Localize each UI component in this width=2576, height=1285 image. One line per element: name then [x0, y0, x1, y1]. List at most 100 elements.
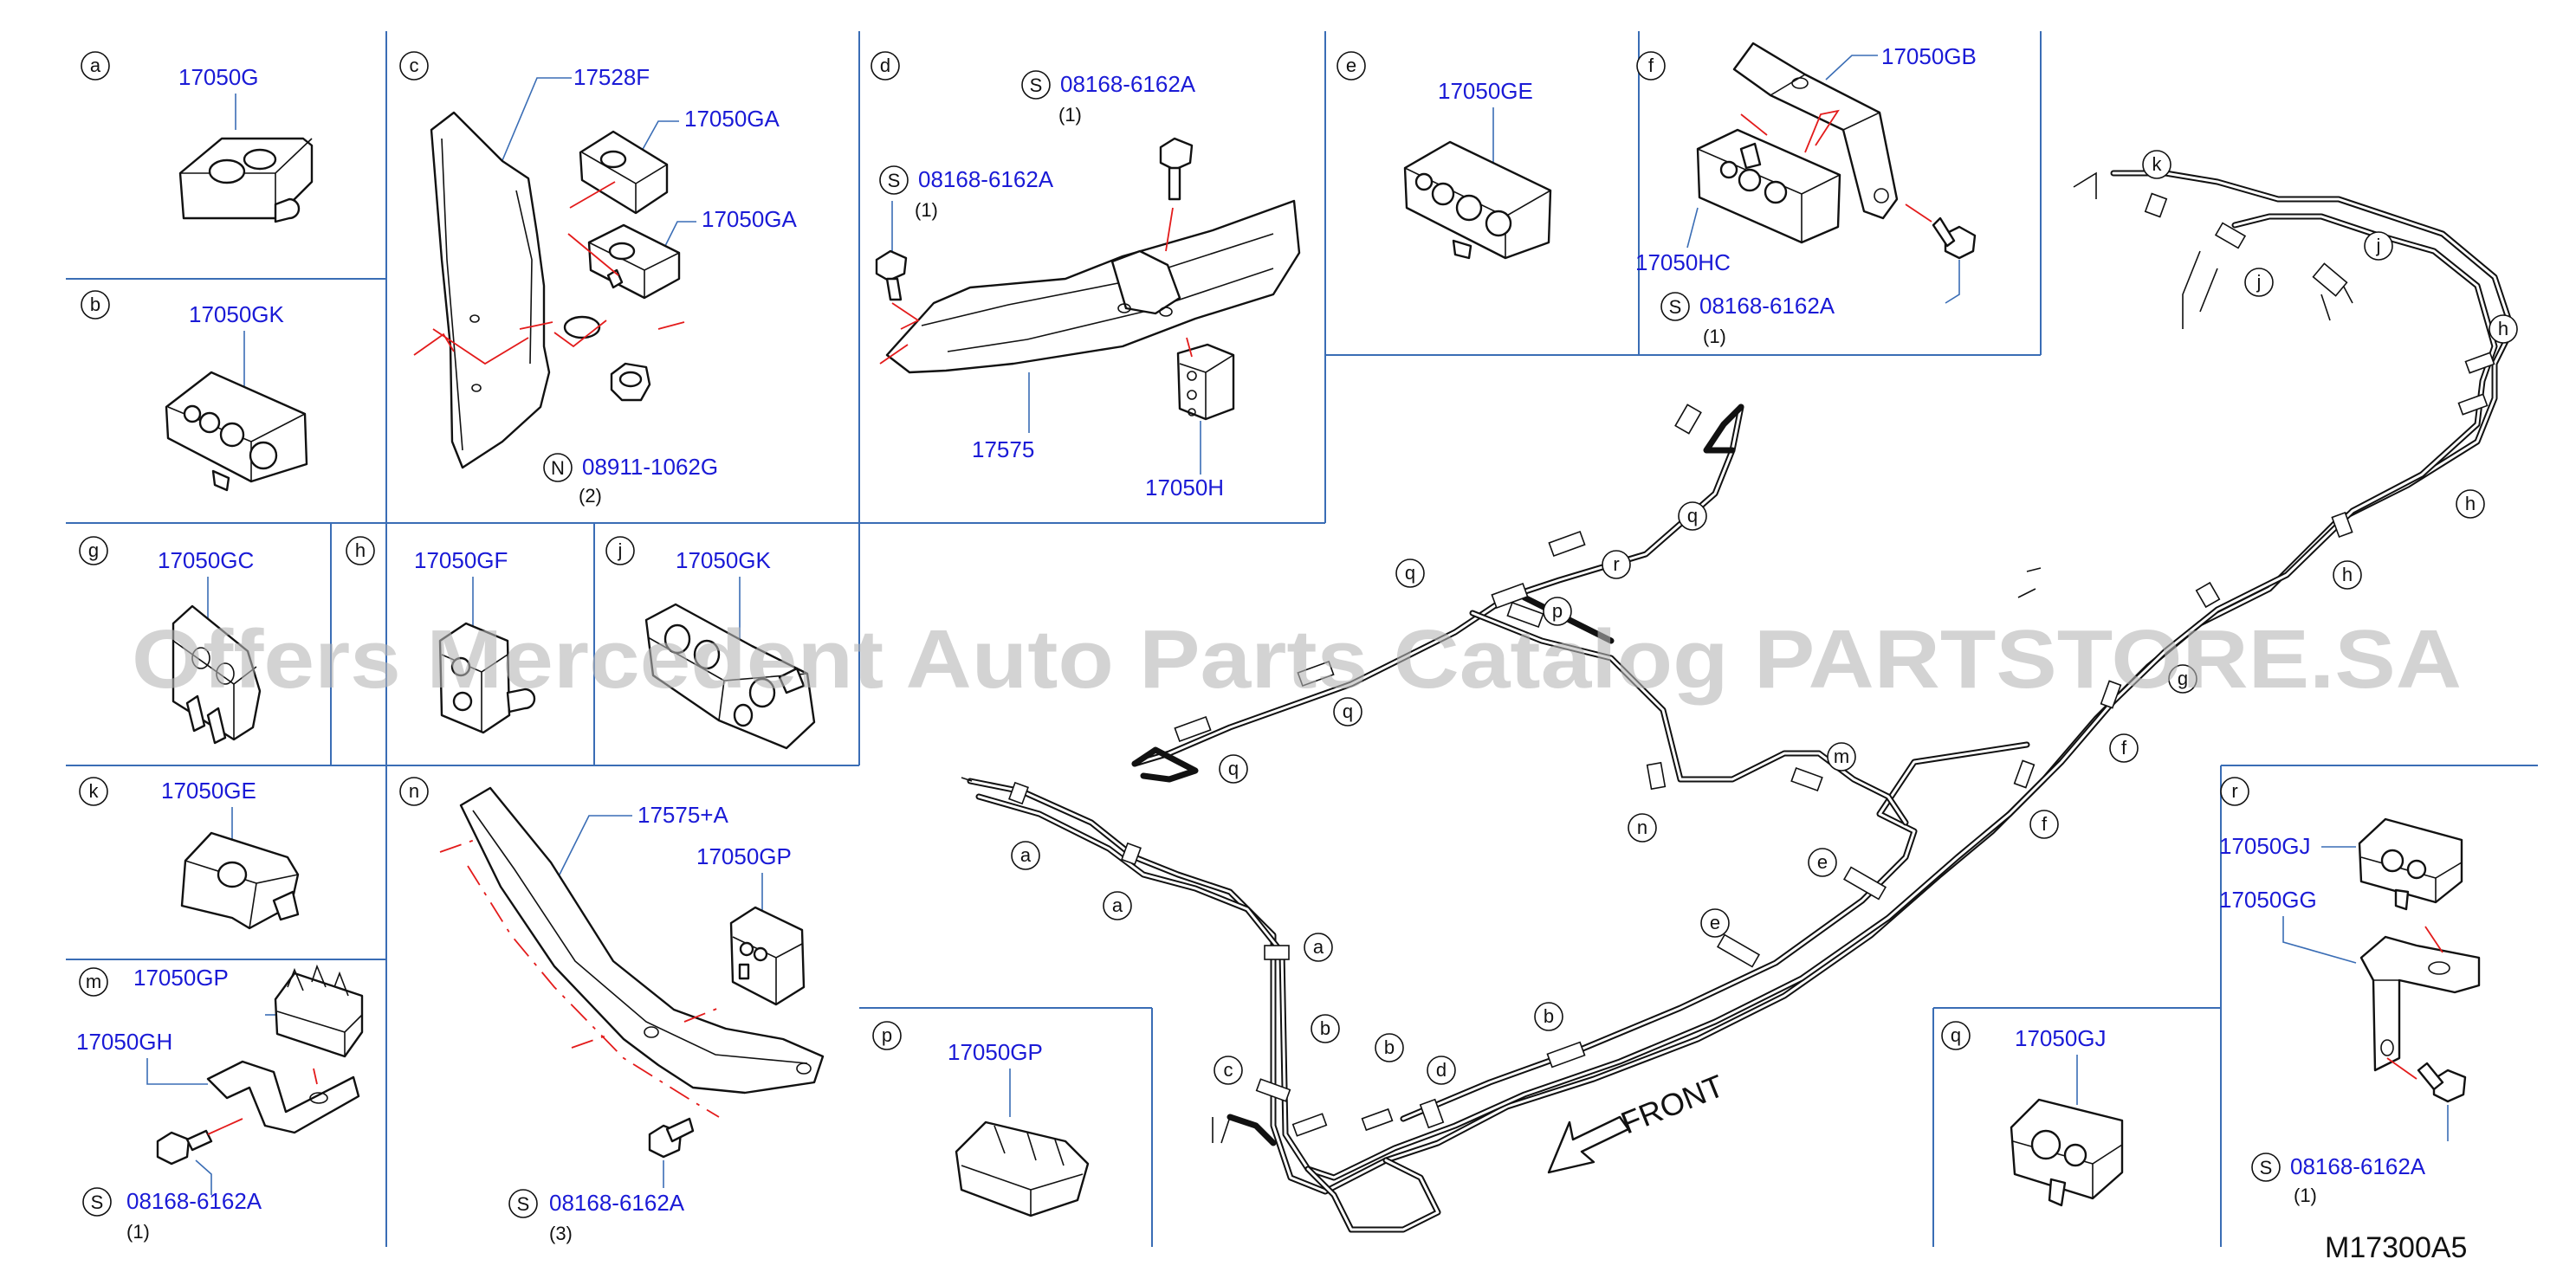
- clip-17050GP-m-shape: [274, 964, 364, 1058]
- callout-h1[interactable]: [2489, 314, 2518, 344]
- part-number-17050GH[interactable]: 17050GH: [76, 1029, 172, 1055]
- callout-f2[interactable]: [2029, 810, 2059, 839]
- part-number-17050G[interactable]: 17050G: [178, 64, 259, 90]
- callout-a1[interactable]: [1011, 841, 1040, 870]
- part-number-17575[interactable]: 17575: [972, 436, 1034, 462]
- callout-f1[interactable]: [2109, 733, 2139, 763]
- part-number-17050GE[interactable]: 17050GE: [161, 778, 256, 804]
- callout-h2[interactable]: [2456, 489, 2485, 519]
- panel-letter: e: [1346, 55, 1356, 76]
- callout-h3[interactable]: [2333, 560, 2362, 590]
- part-number-17050GG[interactable]: 17050GG: [2219, 887, 2317, 913]
- part-number-17050GJ[interactable]: 17050GJ: [2015, 1025, 2107, 1051]
- clip-17050GK-j-shape: [644, 603, 816, 750]
- panel-letter-circle: [81, 51, 110, 81]
- part-number-17050HC[interactable]: 17050HC: [1635, 249, 1731, 275]
- quantity: (1): [915, 199, 938, 221]
- callout-q3[interactable]: [1333, 697, 1362, 726]
- part-number-17050GJ[interactable]: 17050GJ: [2219, 833, 2311, 859]
- clip-17050GE-shape: [1403, 140, 1552, 260]
- panel-letter: d: [880, 55, 890, 76]
- part-number-17050GK[interactable]: 17050GK: [676, 547, 772, 573]
- callout-d[interactable]: [1427, 1056, 1456, 1085]
- callout-b1[interactable]: [1311, 1014, 1340, 1043]
- callout-label: q: [1343, 701, 1353, 722]
- callout-a3[interactable]: [1304, 933, 1333, 962]
- panel-g: g 17050GC: [79, 536, 262, 745]
- quantity: (1): [1058, 104, 1082, 126]
- callout-label: a: [1020, 844, 1032, 866]
- callout-a2[interactable]: [1103, 891, 1132, 920]
- part-number-17050GP[interactable]: 17050GP: [696, 843, 792, 869]
- callout-n[interactable]: [1628, 813, 1657, 843]
- panel-letter: q: [1951, 1024, 1961, 1046]
- clip-17050HC-shape: [1696, 128, 1841, 244]
- panel-n: n 17575+A 17050GP S 08168-6162A (3): [399, 777, 825, 1244]
- panel-f: f 17050GB 17050HC S 08168-6162A (1): [1635, 42, 1977, 347]
- callout-p[interactable]: [1543, 597, 1572, 626]
- bracket-17575A-shape: [459, 786, 825, 1095]
- part-number-17050GK[interactable]: 17050GK: [189, 301, 285, 327]
- callout-r[interactable]: [1602, 550, 1631, 579]
- brake-pipe-assembly: [961, 170, 2515, 1233]
- panel-k: k 17050GE: [79, 777, 300, 930]
- callout-e2[interactable]: [1700, 908, 1730, 938]
- part-number-17050GE[interactable]: 17050GE: [1438, 78, 1533, 104]
- callout-e1[interactable]: [1808, 848, 1837, 877]
- assembly-callouts: a a a b b b c d e e f f g h h h j j: [1011, 150, 2518, 1085]
- clip-17050GA-upper-shape: [579, 130, 669, 215]
- panel-letter: n: [409, 780, 419, 802]
- callout-q1[interactable]: [1395, 559, 1425, 588]
- part-number-17050GB[interactable]: 17050GB: [1881, 43, 1977, 69]
- part-number-17050GP[interactable]: 17050GP: [948, 1039, 1043, 1065]
- panel-letter: j: [618, 539, 623, 561]
- bolt-shape-left: [875, 249, 908, 301]
- callout-m[interactable]: [1827, 742, 1856, 772]
- panel-grid: [66, 31, 2538, 1247]
- part-number-17050GF[interactable]: 17050GF: [414, 547, 508, 573]
- panel-r: r 17050GJ 17050GG S 08168-6162A (1): [2219, 777, 2481, 1206]
- bolt-shape: [156, 1129, 213, 1166]
- clip-17050GP-n-shape: [729, 906, 806, 1006]
- callout-b2[interactable]: [1375, 1033, 1404, 1062]
- part-number-08168-6162A[interactable]: 08168-6162A: [1060, 71, 1196, 97]
- part-number-08168-6162A[interactable]: 08168-6162A: [918, 166, 1054, 192]
- bracket-17050GH-shape: [206, 1060, 360, 1134]
- callout-b3[interactable]: [1534, 1002, 1563, 1031]
- callout-q4[interactable]: [1219, 754, 1248, 784]
- bolt-prefix: S: [1030, 74, 1043, 96]
- callout-j2[interactable]: [2244, 268, 2274, 297]
- part-number-08168-6162A[interactable]: 08168-6162A: [126, 1188, 262, 1214]
- part-number-17050GA-lower[interactable]: 17050GA: [702, 206, 798, 232]
- part-number-17575-plus-A[interactable]: 17575+A: [638, 802, 728, 828]
- part-number-08911-1062G[interactable]: 08911-1062G: [582, 454, 718, 480]
- callout-k[interactable]: [2142, 150, 2171, 179]
- callout-g[interactable]: [2168, 664, 2197, 694]
- part-number-17050H[interactable]: 17050H: [1145, 475, 1224, 500]
- callout-label: k: [2152, 153, 2163, 175]
- callout-label: g: [2178, 668, 2188, 689]
- part-number-17050GP[interactable]: 17050GP: [133, 965, 229, 991]
- callout-q2[interactable]: [1678, 501, 1707, 531]
- callout-label: a: [1313, 936, 1324, 958]
- callout-j1[interactable]: [2364, 231, 2393, 261]
- panel-letter: h: [355, 539, 366, 561]
- part-number-17050GC[interactable]: 17050GC: [158, 547, 254, 573]
- bracket-17050GG-shape: [2359, 935, 2481, 1072]
- callout-label: h: [2498, 318, 2508, 339]
- quantity: (1): [2294, 1185, 2317, 1206]
- part-number-08168-6162A[interactable]: 08168-6162A: [1699, 293, 1835, 319]
- panel-letter: p: [882, 1024, 892, 1046]
- callout-label: d: [1436, 1059, 1447, 1081]
- part-number-08168-6162A[interactable]: 08168-6162A: [2290, 1153, 2426, 1179]
- panel-d: d S 08168-6162A (1) S 08168-6162A (1) 17…: [871, 51, 1301, 500]
- part-number-17528F[interactable]: 17528F: [573, 64, 650, 90]
- callout-c[interactable]: [1214, 1056, 1243, 1085]
- part-number-17050GA-upper[interactable]: 17050GA: [684, 106, 780, 132]
- bolt-prefix: S: [517, 1193, 530, 1215]
- panel-letter: f: [1648, 55, 1654, 76]
- quantity: (1): [126, 1221, 150, 1243]
- part-number-08168-6162A[interactable]: 08168-6162A: [549, 1190, 685, 1216]
- panel-c: c 17528F 17050GA 17050GA: [399, 51, 798, 507]
- panel-m: m 17050GP 17050GH S 08168-6162A (1): [76, 964, 364, 1243]
